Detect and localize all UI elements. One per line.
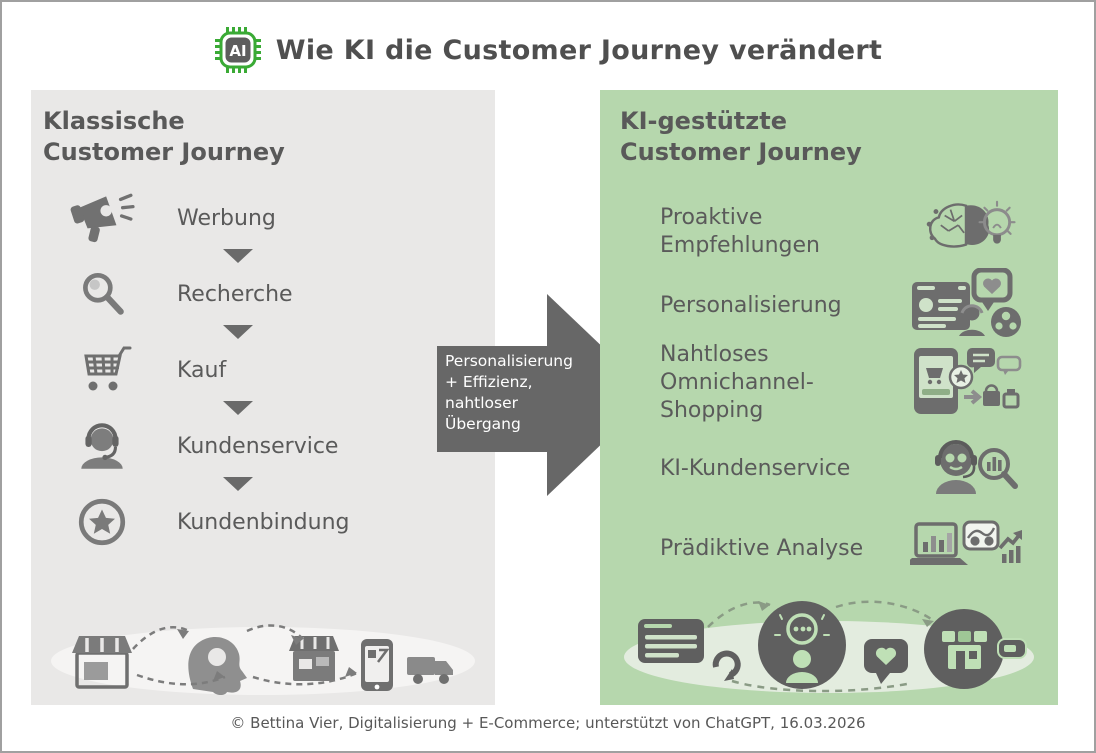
- step-label: Kundenservice: [177, 433, 339, 459]
- headset-agent-icon: [67, 419, 137, 473]
- header: AI Wie KI die Customer Journey verändert: [2, 26, 1094, 74]
- ai-journey-illustration: [608, 587, 1050, 699]
- down-arrow-icon: [223, 325, 253, 339]
- megaphone-icon: [67, 191, 137, 245]
- omnichannel-icon: [910, 344, 1022, 422]
- classic-journey-panel: Klassische Customer Journey: [31, 90, 495, 705]
- search-icon: [67, 267, 137, 321]
- robot-service-icon: [922, 436, 1022, 502]
- transition-arrow-label: Personalisierung + Effizienz, nahtloser …: [445, 352, 573, 433]
- feature-label: Prädiktive Analyse: [660, 536, 864, 561]
- step-label: Recherche: [177, 281, 293, 307]
- svg-text:AI: AI: [229, 42, 246, 60]
- shopping-cart-icon: [67, 344, 137, 396]
- personalization-icon: [910, 267, 1022, 344]
- feature-omnichannel-shopping: Nahtloses Omnichannel- Shopping: [600, 335, 1058, 431]
- down-arrow-icon: [223, 401, 253, 415]
- down-arrow-icon: [223, 477, 253, 491]
- flow-arrow: [31, 474, 495, 494]
- copyright-credit: © Bettina Vier, Digitalisierung + E-Comm…: [230, 714, 866, 732]
- ai-chip-icon: AI: [214, 26, 262, 74]
- page-title: Wie KI die Customer Journey verändert: [275, 34, 883, 66]
- analytics-icon: [904, 518, 1022, 580]
- flow-arrow: [31, 246, 495, 266]
- ai-panel-title: KI-gestützte Customer Journey: [620, 107, 862, 166]
- feature-label: Proaktive Empfehlungen: [660, 205, 820, 258]
- star-badge-icon: [67, 495, 137, 549]
- feature-label: KI-Kundenservice: [660, 456, 851, 481]
- step-label: Werbung: [177, 205, 276, 231]
- feature-ki-kundenservice: KI-Kundenservice: [600, 433, 1058, 505]
- ai-journey-panel: KI-gestützte Customer Journey Proaktive …: [600, 90, 1058, 705]
- classic-journey-illustration: [39, 599, 487, 699]
- step-recherche: Recherche: [31, 266, 495, 322]
- ai-features-list: Proaktive Empfehlungen: [600, 200, 1058, 582]
- step-kundenbindung: Kundenbindung: [31, 494, 495, 550]
- flow-arrow: [31, 398, 495, 418]
- classic-steps-list: Werbung Recherche: [31, 190, 495, 550]
- feature-personalisierung: Personalisierung: [600, 267, 1058, 337]
- brain-lightbulb-icon: [910, 198, 1022, 266]
- feature-label: Personalisierung: [660, 293, 842, 318]
- down-arrow-icon: [223, 249, 253, 263]
- step-kauf: Kauf: [31, 342, 495, 398]
- feature-praediktive-analyse: Prädiktive Analyse: [600, 516, 1058, 582]
- step-werbung: Werbung: [31, 190, 495, 246]
- flow-arrow: [31, 322, 495, 342]
- step-kundenservice: Kundenservice: [31, 418, 495, 474]
- classic-panel-title: Klassische Customer Journey: [43, 107, 285, 166]
- step-label: Kauf: [177, 357, 227, 383]
- transition-arrow-body: [437, 346, 548, 452]
- step-label: Kundenbindung: [177, 509, 350, 535]
- feature-proaktive-empfehlungen: Proaktive Empfehlungen: [600, 200, 1058, 264]
- feature-label: Nahtloses Omnichannel- Shopping: [660, 342, 814, 423]
